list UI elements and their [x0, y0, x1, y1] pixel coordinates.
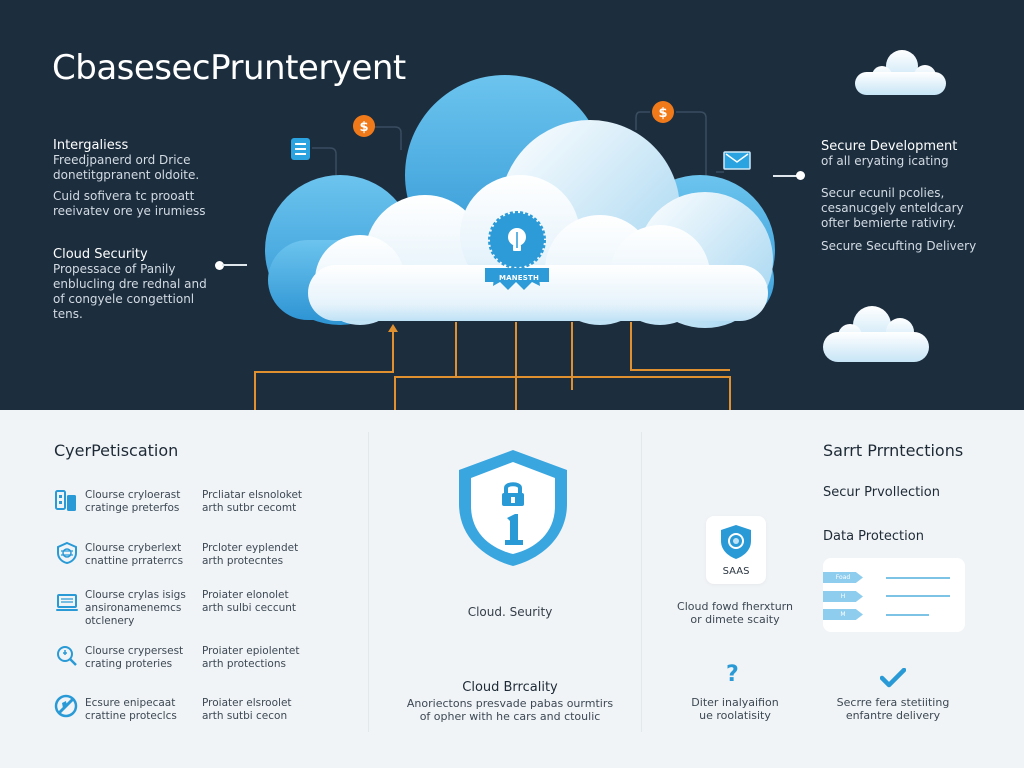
row-1-col-1: Clourse cryloerast cratinge preterfos: [85, 489, 181, 514]
badge-label: MANESTH: [498, 274, 540, 282]
svg-text:$: $: [359, 120, 368, 135]
info-block-policies: Secur ecunil pcolies, cesanucgely enteld…: [821, 186, 964, 230]
shield-caption: Cloud. Seurity: [467, 605, 553, 619]
sub-heading-secure-protection: Secur Prvollection: [823, 485, 940, 500]
data-protection-card: Foad H M: [823, 558, 965, 632]
dp-bar: [886, 614, 929, 616]
sub-heading-data-protection: Data Protection: [823, 529, 924, 544]
small-cloud-icon: [855, 50, 946, 95]
search-bug-icon: [57, 646, 77, 666]
question-icon: ?: [726, 662, 739, 687]
cloud-illustration: $ $: [254, 50, 946, 410]
globe-block-icon: [54, 694, 78, 718]
info-block-cloud-security: Cloud Security Propessace of Panily enbl…: [53, 247, 207, 321]
info-block-integration: Intergaliess Freedjpanerd ord Drice done…: [53, 138, 206, 218]
row-3-col-1: Clourse crylas isigs ansironamenemcs otc…: [85, 589, 186, 627]
row-4-col-1: Clourse crypersest crating proteries: [85, 645, 184, 670]
pound-coin-icon: $: [652, 101, 674, 123]
dp-tag: H: [823, 591, 863, 602]
connector-line: [222, 264, 247, 266]
row-5-col-1: Ecsure enipecaat crattine proteclcs: [85, 697, 177, 722]
dp-tag: M: [823, 609, 863, 620]
row-3-col-2: Proiater elonolet arth sulbi ceccunt: [202, 589, 297, 614]
laptop-icon: [56, 594, 78, 611]
lightbulb-badge-icon: [485, 211, 549, 290]
page-title: CbasesecPrunteryent: [52, 48, 406, 88]
dp-bar: [886, 577, 950, 579]
shield-lock-icon: [459, 450, 567, 566]
saas-shield-icon: [721, 525, 751, 559]
row-4-col-2: Proiater epiolentet arth protections: [202, 645, 300, 670]
section-title-smart-protections: Sarrt Prrntections: [823, 441, 964, 460]
dp-bar: [886, 595, 950, 597]
info-block-delivery: Secure Secufting Delivery: [821, 239, 977, 253]
connector-dot: [215, 261, 224, 270]
check-caption: Secrre fera stetiiting enfantre delivery: [836, 696, 950, 722]
hero-panel: CbasesecPrunteryent: [0, 0, 1024, 410]
saas-card: SAAS: [706, 516, 766, 584]
small-cloud-icon-2: [823, 306, 929, 362]
row-5-col-2: Proiater elsroolet arth sutbi cecon: [202, 697, 292, 722]
shield-network-icon: [57, 541, 77, 565]
mail-icon: [723, 151, 751, 170]
checkmark-icon: [880, 668, 906, 688]
dp-tag: Foad: [823, 572, 863, 583]
document-icon: [291, 138, 310, 160]
connector-dot: [796, 171, 805, 180]
row-2-col-1: Clourse cryberlext cnattine prraterrcs: [85, 542, 184, 567]
column-divider: [368, 432, 369, 732]
column-divider: [641, 432, 642, 732]
devices-icon: [55, 490, 76, 511]
dollar-coin-icon: $: [353, 115, 375, 137]
row-1-col-2: Prcliatar elsnoloket arth sutbr cecomt: [202, 489, 303, 514]
connector-line: [773, 175, 798, 177]
section-title-cyberprotection: CyerPetiscation: [54, 441, 179, 460]
info-block-secure-development: Secure Development of all eryating icati…: [821, 139, 958, 168]
center-description: Anoriectons presvade pabas ourmtirs of o…: [406, 697, 614, 723]
row-2-col-2: Prcloter eyplendet arth protecntes: [202, 542, 299, 567]
saas-caption: Cloud fowd fherxturn or dimete scaity: [677, 600, 793, 626]
svg-text:$: $: [658, 106, 667, 121]
question-caption: Diter inalyaifion ue roolatisity: [691, 696, 779, 722]
center-heading: Cloud Brrcality: [462, 680, 558, 695]
